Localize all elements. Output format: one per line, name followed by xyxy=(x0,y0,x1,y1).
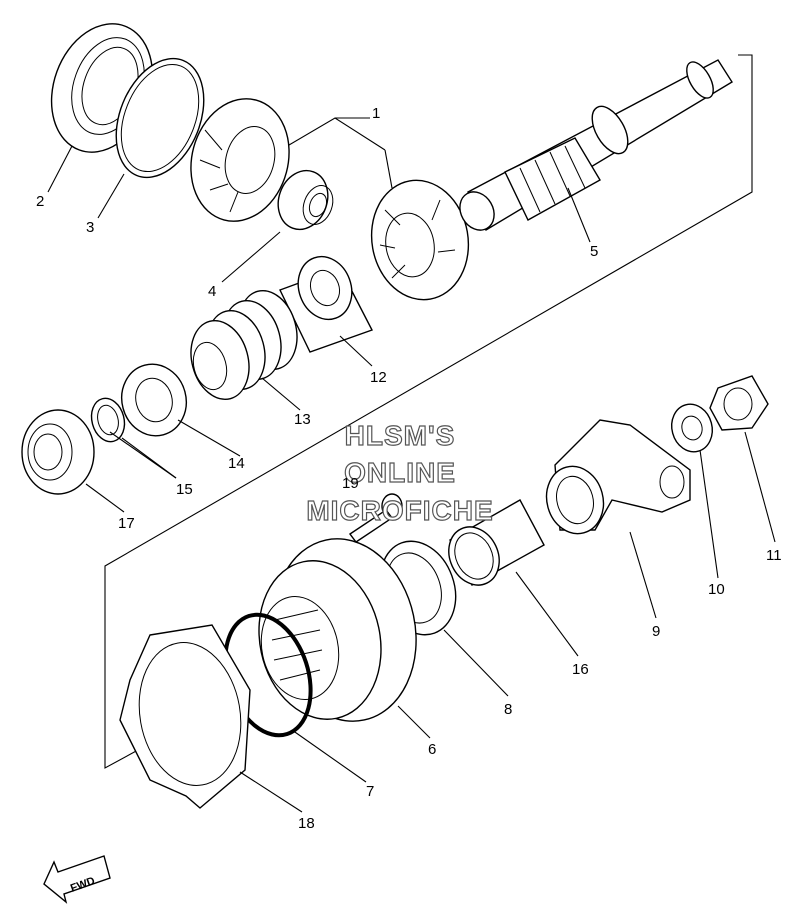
assembly-frame-lower xyxy=(104,54,753,769)
callout-16: 16 xyxy=(572,661,589,678)
nut-part-4 xyxy=(277,169,334,231)
collar-part-16 xyxy=(448,499,545,586)
callout-6: 6 xyxy=(428,741,436,758)
forward-arrow-icon xyxy=(43,855,111,904)
callout-14: 14 xyxy=(228,455,245,472)
callout-10: 10 xyxy=(708,581,725,598)
yoke-part-9 xyxy=(545,419,691,535)
circlip-part-15 xyxy=(90,397,126,443)
callout-17: 17 xyxy=(118,515,135,532)
nut-part-11 xyxy=(709,375,769,431)
drive-shaft-part-5 xyxy=(459,59,733,231)
leader-lines xyxy=(47,117,776,813)
callout-8: 8 xyxy=(504,701,512,718)
callout-13: 13 xyxy=(294,411,311,428)
pinion-gear-part-1 xyxy=(370,179,470,301)
watermark-line-2: ONLINE xyxy=(344,457,456,488)
assembly-frame-link xyxy=(384,149,393,189)
callout-9: 9 xyxy=(652,623,660,640)
watermark-line-3: MICROFICHE xyxy=(306,495,493,526)
washer-part-14 xyxy=(121,363,187,437)
shim-ring-part-3 xyxy=(115,57,205,179)
callout-1: 1 xyxy=(372,105,380,122)
callout-2: 2 xyxy=(36,193,44,210)
bolt-part-19 xyxy=(348,493,403,543)
callout-18: 18 xyxy=(298,815,315,832)
watermark-line-1: HLSM'S xyxy=(345,420,456,451)
sleeve-part-12 xyxy=(279,255,373,353)
washer-part-10 xyxy=(671,403,713,453)
callout-12: 12 xyxy=(370,369,387,386)
callout-4: 4 xyxy=(208,283,216,300)
lock-plate-part-18 xyxy=(119,624,251,809)
callout-7: 7 xyxy=(366,783,374,800)
callout-3: 3 xyxy=(86,219,94,236)
callout-11: 11 xyxy=(766,547,782,564)
spring-part-13 xyxy=(190,289,298,401)
bearing-part-17 xyxy=(21,409,95,495)
callout-19: 19 xyxy=(342,475,359,492)
callout-5: 5 xyxy=(590,243,598,260)
watermark: HLSM'S ONLINE MICROFICHE xyxy=(306,419,494,526)
callout-15: 15 xyxy=(176,481,193,498)
bevel-gear-upper xyxy=(190,98,290,222)
